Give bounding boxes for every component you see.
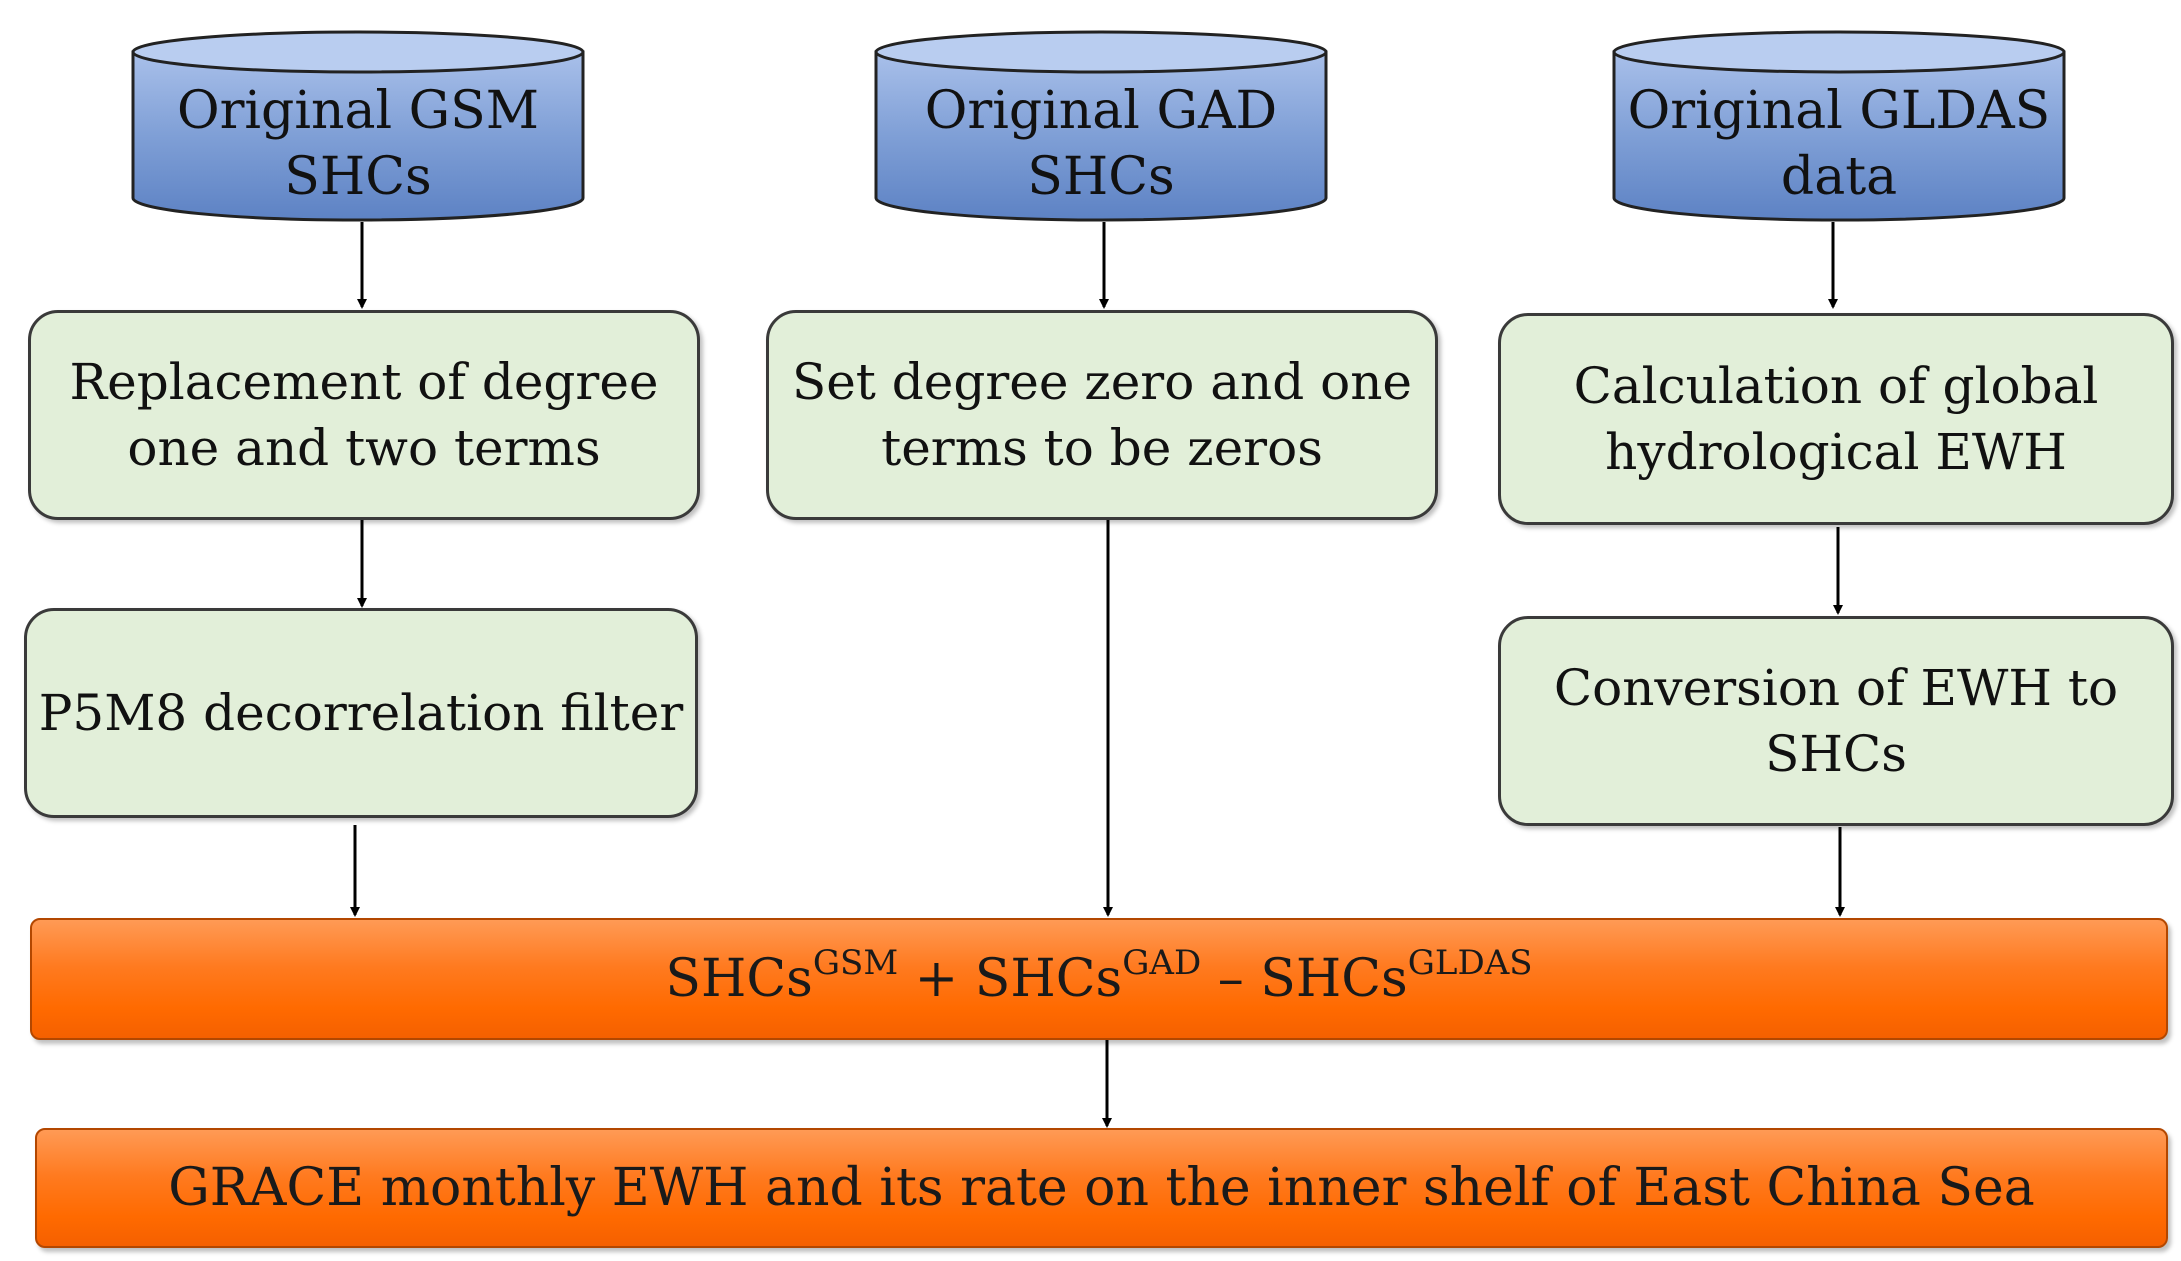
step-gad-zero: Set degree zero and one terms to be zero… [766, 310, 1438, 520]
formula-sup-gad: GAD [1122, 943, 1202, 983]
step-gldas-calculation: Calculation of global hydrological EWH [1498, 313, 2174, 525]
formula-term-gldas: SHCs [1260, 949, 1408, 1009]
step-gsm-replacement-line2: one and two terms [127, 419, 601, 477]
formula-op-plus: + [898, 949, 975, 1009]
formula-term-gsm: SHCs [665, 949, 813, 1009]
result-bar: GRACE monthly EWH and its rate on the in… [35, 1128, 2168, 1248]
database-icon [874, 30, 1328, 222]
step-gldas-conversion-line2: SHCs [1765, 725, 1907, 783]
formula-sup-gldas: GLDAS [1407, 943, 1533, 983]
step-gad-zero-line2: terms to be zeros [881, 419, 1323, 477]
step-gsm-filter: P5M8 decorrelation filter [24, 608, 698, 818]
combine-formula: SHCsGSM + SHCsGAD – SHCsGLDAS [665, 943, 1532, 1009]
step-gsm-replacement-line1: Replacement of degree [69, 353, 659, 411]
combine-formula-bar: SHCsGSM + SHCsGAD – SHCsGLDAS [30, 918, 2168, 1040]
source-gldas-subtitle: data [1780, 147, 1898, 207]
step-gldas-calculation-line1: Calculation of global [1573, 357, 2099, 415]
step-gsm-replacement: Replacement of degree one and two terms [28, 310, 700, 520]
step-gldas-calculation-line2: hydrological EWH [1605, 423, 2067, 481]
step-gldas-conversion: Conversion of EWH to SHCs [1498, 616, 2174, 826]
result-text: GRACE monthly EWH and its rate on the in… [168, 1158, 2035, 1218]
source-gad-database: Original GAD SHCs [874, 30, 1328, 224]
source-gldas-database: Original GLDAS data [1612, 30, 2066, 224]
formula-term-gad: SHCs [974, 949, 1123, 1009]
database-icon [1612, 30, 2066, 222]
step-gldas-conversion-line1: Conversion of EWH to [1553, 659, 2119, 717]
source-gsm-title: Original GSM [176, 81, 540, 141]
formula-op-minus: – [1201, 949, 1261, 1009]
step-gsm-filter-line1: P5M8 decorrelation filter [38, 684, 684, 742]
step-gad-zero-line1: Set degree zero and one [791, 353, 1413, 411]
source-gad-subtitle: SHCs [1027, 147, 1175, 207]
database-icon [131, 30, 585, 222]
source-gsm-subtitle: SHCs [284, 147, 432, 207]
source-gldas-title: Original GLDAS [1627, 81, 2051, 141]
source-gad-title: Original GAD [924, 81, 1278, 141]
source-gsm-database: Original GSM SHCs [131, 30, 585, 224]
formula-sup-gsm: GSM [812, 943, 899, 983]
